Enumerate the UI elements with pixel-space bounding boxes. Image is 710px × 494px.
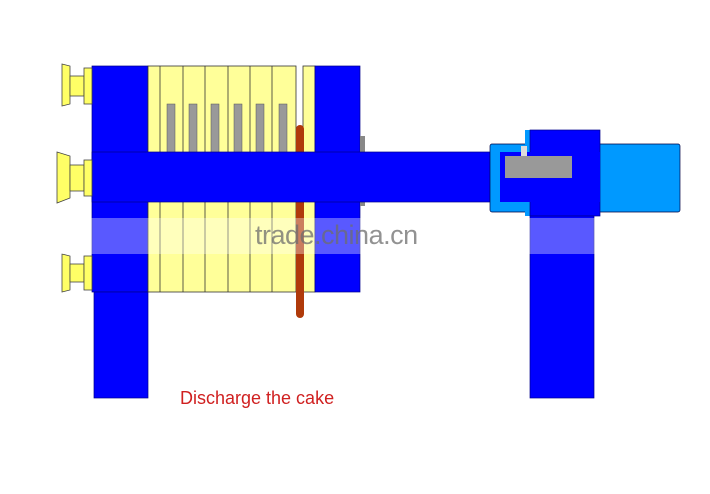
left-leg — [93, 291, 149, 399]
cylinder-body — [597, 143, 681, 213]
rod-clip — [521, 146, 527, 156]
handwheel-icon — [61, 253, 93, 293]
watermark-text: trade.china.cn — [255, 220, 418, 250]
side-beam — [91, 151, 533, 203]
piston-rod — [505, 156, 572, 178]
handwheel-icon — [56, 151, 93, 204]
right-leg — [529, 215, 595, 399]
diagram-caption: Discharge the cake — [180, 388, 335, 408]
handwheel-icon — [61, 63, 93, 107]
watermark-band — [60, 218, 600, 254]
